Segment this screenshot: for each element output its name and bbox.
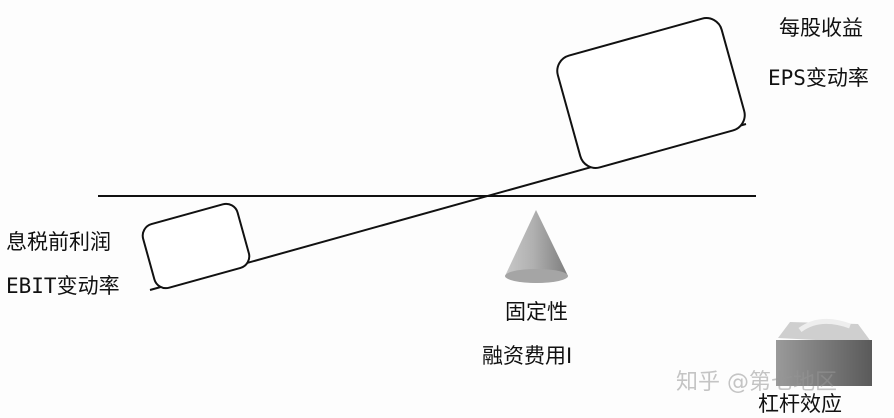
eps-box xyxy=(556,17,746,169)
fulcrum-cone xyxy=(505,210,568,283)
fulcrum-subtitle: 融资费用I xyxy=(482,344,573,368)
watermark: 知乎 @第七地区 xyxy=(676,370,837,395)
weight-box xyxy=(776,318,872,386)
ebit-rate-label: EBIT变动率 xyxy=(6,274,120,298)
ebit-box xyxy=(141,202,251,290)
weight-caption: 杠杆效应 xyxy=(758,392,842,416)
ebit-title: 息税前利润 xyxy=(6,230,111,254)
eps-rate-label: EPS变动率 xyxy=(768,66,869,90)
eps-title: 每股收益 xyxy=(779,16,863,40)
fulcrum-title: 固定性 xyxy=(505,300,568,324)
